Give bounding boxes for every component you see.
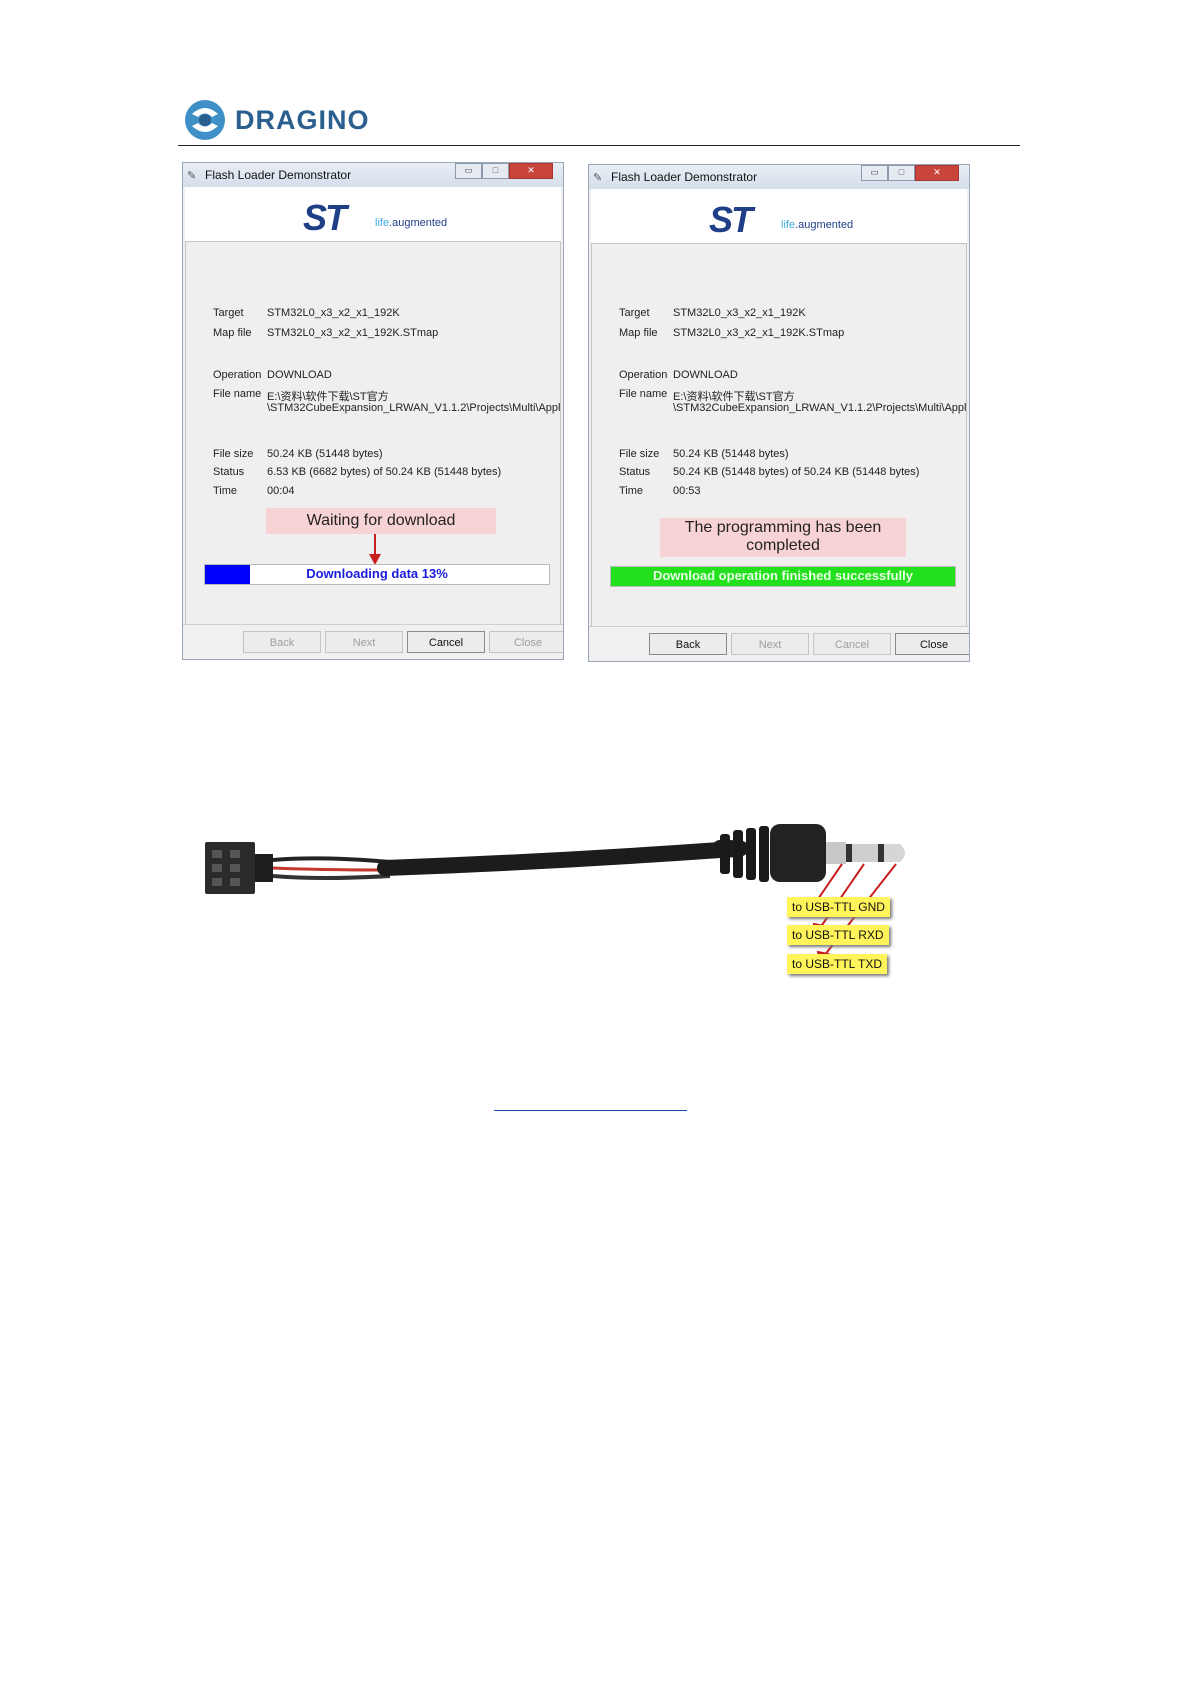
header-divider [178,145,1020,146]
progress-fill [611,567,955,586]
operation-label: Operation [619,369,668,381]
filename-value-line1: E:\资料\软件下载\ST官方 [267,391,389,403]
gnd-callout: to USB-TTL GND [787,897,890,917]
status-message-line2: completed [746,537,820,554]
txd-callout: to USB-TTL TXD [787,954,888,974]
arrow-icon [369,534,381,565]
status-message: The programming has been completed [660,518,906,557]
window-title: Flash Loader Demonstrator [611,170,758,184]
mapfile-value: STM32L0_x3_x2_x1_192K.STmap [267,327,439,339]
dragino-logo-icon [185,100,225,140]
filesize-label: File size [619,448,660,460]
status-message: Waiting for download [266,508,496,534]
status-label: Status [619,466,651,478]
maximize-button[interactable]: □ [888,165,915,181]
filesize-label: File size [213,448,254,460]
brand-name: DRAGINO [235,105,370,135]
filename-label: File name [213,388,262,400]
app-icon: ✎ [593,172,603,184]
jack-ring [852,844,878,862]
status-message-line1: The programming has been [684,519,882,536]
progress-text: Download operation finished successfully [652,568,914,583]
strain-relief [720,826,769,882]
st-logo: ST [709,199,753,240]
target-label: Target [213,307,244,319]
filename-value-line2: \STM32CubeExpansion_LRWAN_V1.1.2\Project… [673,402,967,414]
target-value: STM32L0_x3_x2_x1_192K [267,307,400,319]
close-window-button[interactable]: ✕ [915,165,959,181]
mapfile-label: Map file [213,327,252,339]
st-banner: ST life.augmented [185,187,561,242]
time-label: Time [619,485,644,497]
st-tagline: life.augmented [781,219,854,231]
audio-jack-cable-image [205,824,905,965]
status-value: 50.24 KB (51448 bytes) of 50.24 KB (5144… [673,466,920,478]
mapfile-value: STM32L0_x3_x2_x1_192K.STmap [673,327,845,339]
filename-label: File name [619,388,668,400]
jack-sleeve [826,842,846,864]
flash-loader-window-completed: ✎ Flash Loader Demonstrator ▭ □ ✕ ST lif… [588,164,970,662]
st-tagline: life.augmented [375,217,448,229]
info-panel: Target STM32L0_x3_x2_x1_192K Map file STM3… [591,243,967,635]
target-value: STM32L0_x3_x2_x1_192K [673,307,806,319]
status-label: Status [213,466,245,478]
hyperlink-underline[interactable] [494,1110,687,1111]
dragino-logo [182,98,228,142]
progress-bar: Download operation finished successfully [610,566,956,587]
operation-label: Operation [213,369,262,381]
mapfile-label: Map file [619,327,658,339]
minimize-button[interactable]: ▭ [861,165,888,181]
title-bar: ✎ Flash Loader Demonstrator ▭ □ ✕ [589,165,969,189]
button-row: Back Next Cancel Close [589,626,969,661]
progress-fill [205,565,250,584]
close-button[interactable]: Close [895,633,969,655]
cancel-button[interactable]: Cancel [407,631,485,653]
target-label: Target [619,307,650,319]
back-button[interactable]: Back [243,631,321,653]
minimize-button[interactable]: ▭ [455,163,482,179]
next-button[interactable]: Next [325,631,403,653]
filename-value-line1: E:\资料\软件下载\ST官方 [673,391,795,403]
jack-tip [884,844,905,862]
filesize-value: 50.24 KB (51448 bytes) [673,448,789,460]
operation-value: DOWNLOAD [673,369,738,381]
window-title: Flash Loader Demonstrator [205,168,352,182]
status-value: 6.53 KB (6682 bytes) of 50.24 KB (51448 … [267,466,502,478]
operation-value: DOWNLOAD [267,369,332,381]
button-row: Back Next Cancel Close [183,624,563,659]
cancel-button[interactable]: Cancel [813,633,891,655]
time-value: 00:04 [267,485,295,497]
close-window-button[interactable]: ✕ [509,163,553,179]
rxd-callout: to USB-TTL RXD [787,925,889,945]
filename-value-line2: \STM32CubeExpansion_LRWAN_V1.1.2\Project… [267,402,561,414]
time-label: Time [213,485,238,497]
progress-text: Downloading data 13% [306,566,448,581]
filesize-value: 50.24 KB (51448 bytes) [267,448,383,460]
time-value: 00:53 [673,485,701,497]
back-button[interactable]: Back [649,633,727,655]
title-bar: ✎ Flash Loader Demonstrator ▭ □ ✕ [183,163,563,187]
progress-bar: Downloading data 13% [204,564,550,585]
st-banner: ST life.augmented [591,189,967,244]
st-logo: ST [303,197,347,238]
info-panel: Target STM32L0_x3_x2_x1_192K Map file STM3… [185,241,561,633]
flash-loader-window-downloading: ✎ Flash Loader Demonstrator ▭ □ ✕ ST lif… [182,162,564,660]
app-icon: ✎ [187,170,197,182]
close-button[interactable]: Close [489,631,563,653]
next-button[interactable]: Next [731,633,809,655]
maximize-button[interactable]: □ [482,163,509,179]
